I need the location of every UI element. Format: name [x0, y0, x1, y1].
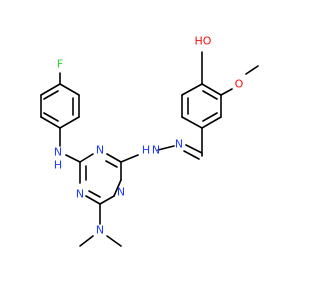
bond — [201, 83, 222, 96]
bond — [43, 112, 59, 122]
bond — [106, 153, 122, 163]
bond — [185, 144, 203, 154]
bond — [106, 235, 122, 247]
bond — [105, 160, 118, 168]
bond — [79, 153, 94, 163]
molecule-canvas: F N H N N N N H N HO O N — [40, 35, 259, 247]
bond — [113, 179, 122, 197]
bond — [181, 116, 203, 129]
bond — [59, 116, 80, 129]
bond — [85, 195, 101, 205]
atom-labels: F N H N N N N H N HO O N — [54, 35, 244, 237]
bonds — [40, 51, 259, 247]
aryl-amine-n-label: N — [54, 146, 62, 159]
bond — [43, 90, 59, 100]
triazine-n-left-label: N — [76, 188, 84, 201]
hydrazine-h-label: H — [142, 144, 150, 157]
bond — [65, 154, 81, 163]
bond — [220, 88, 233, 96]
bond — [183, 150, 200, 160]
methoxy-o-label: O — [235, 78, 244, 91]
bond — [245, 65, 259, 75]
bond — [201, 116, 222, 129]
bond — [99, 195, 115, 205]
triazine-n-top-label: N — [96, 144, 104, 157]
hydrazine-n-label: N — [152, 144, 160, 157]
bond — [79, 235, 94, 247]
hydrazone-n-label: N — [175, 138, 183, 151]
bond — [40, 116, 61, 129]
bond — [157, 145, 175, 151]
bond — [202, 90, 218, 100]
bond — [40, 83, 61, 96]
bond — [120, 154, 139, 163]
molecule-structure: F N H N N N N H N HO O N — [40, 35, 259, 247]
bond — [202, 112, 218, 122]
aryl-amine-h-label: H — [54, 159, 62, 172]
triazine-n-right-label: N — [117, 186, 125, 199]
bond — [88, 190, 101, 198]
hydroxyl-label: HO — [195, 35, 212, 48]
dimethylamino-n-label: N — [96, 224, 104, 237]
bond — [59, 83, 80, 96]
bond — [181, 83, 203, 96]
fluorine-label: F — [57, 58, 63, 71]
